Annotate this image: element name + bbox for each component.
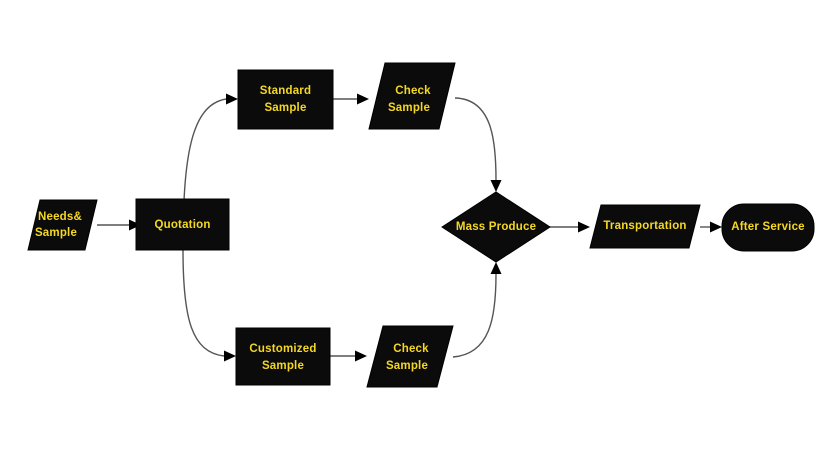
node-needs-sample[interactable]: Needs& Sample — [27, 199, 98, 251]
transportation-shape — [589, 204, 701, 249]
edge-check-sample-top-to-mass-produce — [454, 97, 502, 192]
node-check-sample-top[interactable]: Check Sample — [368, 62, 456, 130]
edge-standard-sample-to-check-sample-top — [333, 93, 369, 105]
node-mass-produce[interactable]: Mass Produce — [441, 191, 551, 263]
node-standard-sample[interactable]: Standard Sample — [237, 69, 334, 130]
edge-mass-produce-to-transportation — [550, 221, 590, 233]
quotation-shape — [135, 198, 230, 251]
mass-produce-shape — [441, 191, 551, 263]
check-sample-top-shape — [368, 62, 456, 130]
edge-quotation-to-customized-sample — [182, 249, 236, 362]
node-customized-sample[interactable]: Customized Sample — [235, 327, 331, 386]
node-after-service[interactable]: After Service — [721, 203, 815, 252]
edge-transportation-to-after-service — [700, 221, 722, 233]
after-service-shape — [721, 203, 815, 252]
node-transportation[interactable]: Transportation — [589, 204, 701, 249]
edge-needs-to-quotation — [97, 219, 141, 231]
edge-customized-sample-to-check-sample-bottom — [330, 350, 367, 362]
check-sample-bottom-shape — [366, 325, 454, 388]
edge-check-sample-bottom-to-mass-produce — [452, 262, 502, 358]
standard-sample-shape — [237, 69, 334, 130]
needs-sample-shape — [27, 199, 98, 251]
node-check-sample-bottom[interactable]: Check Sample — [366, 325, 454, 388]
node-quotation[interactable]: Quotation — [135, 198, 230, 251]
customized-sample-shape — [235, 327, 331, 386]
